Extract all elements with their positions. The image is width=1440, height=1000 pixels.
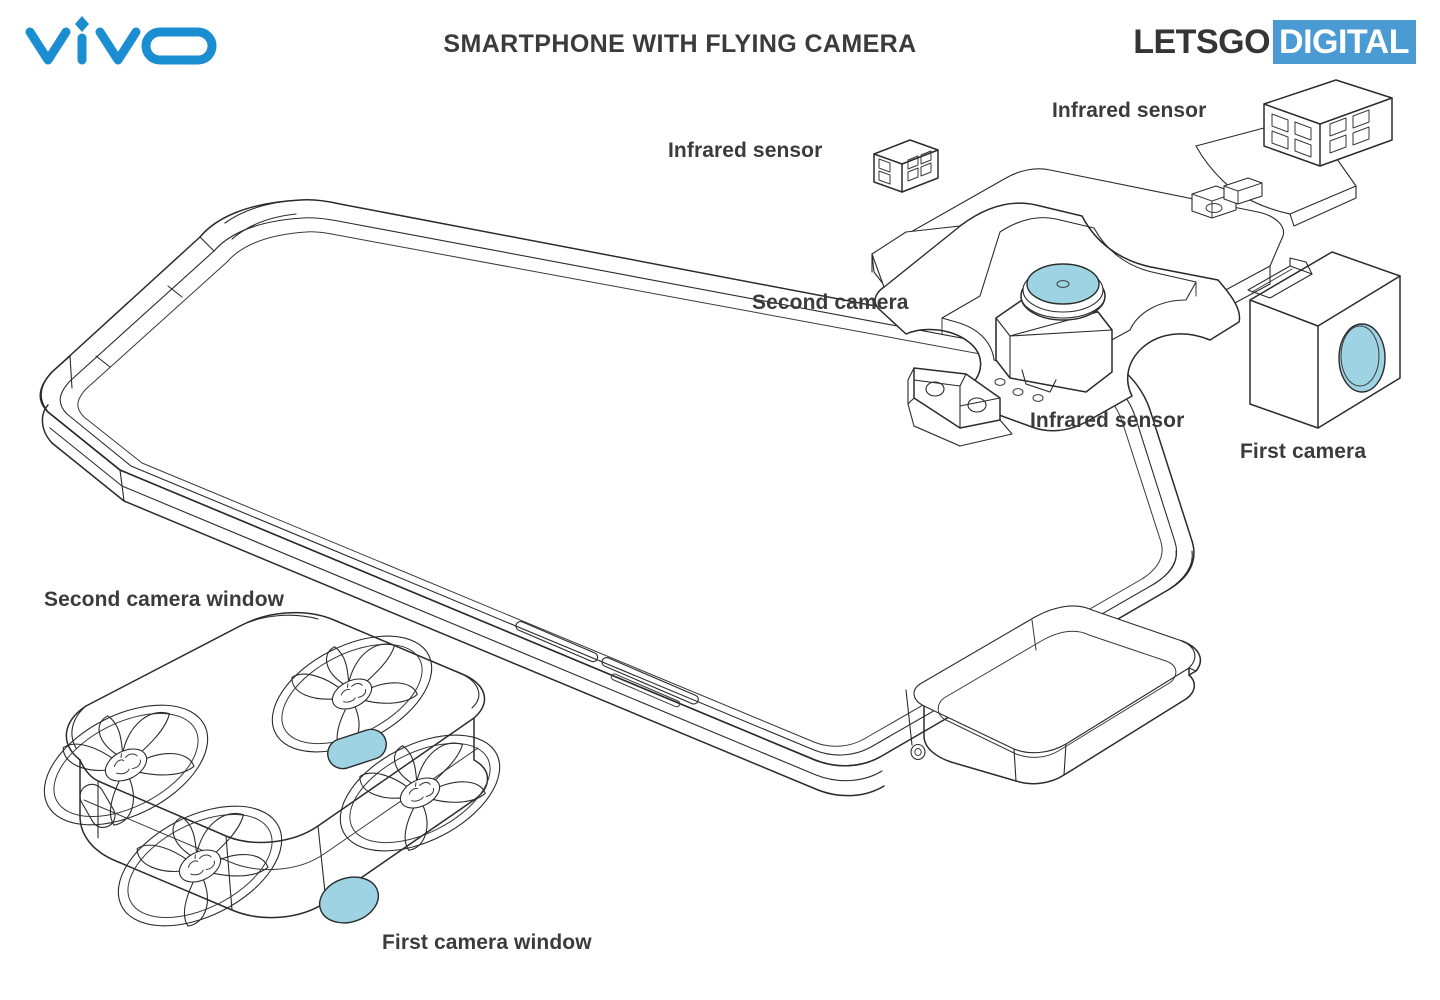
second-camera-part [995, 263, 1113, 393]
flex-connector-part [1223, 177, 1263, 205]
propeller-rear-right [271, 635, 433, 753]
camera-module-assembly [871, 79, 1401, 447]
letsgodigital-letsgo-text: LETSGO [1133, 23, 1271, 61]
label-infrared-sensor-bottom: Infrared sensor [1030, 409, 1185, 432]
letsgodigital-logo: LETSGO DIGITAL [1133, 20, 1416, 64]
label-second-camera-window: Second camera window [44, 588, 285, 611]
second-camera-window-part [327, 728, 387, 770]
drone-dock-compartment [905, 605, 1202, 785]
label-second-camera: Second camera [752, 291, 909, 314]
label-infrared-sensor-top: Infrared sensor [1052, 99, 1207, 122]
first-camera-part [1247, 251, 1401, 429]
page-header: SMARTPHONE WITH FLYING CAMERA LETSGO DIG… [0, 0, 1440, 90]
first-camera-window-part [318, 876, 380, 924]
label-first-camera-window: First camera window [382, 931, 592, 954]
propeller-rear-left [43, 704, 209, 826]
smartphone-illustration [39, 199, 1202, 797]
infrared-sensor-left-part [873, 139, 939, 193]
speaker-grille [515, 620, 699, 708]
label-infrared-sensor-left: Infrared sensor [668, 139, 823, 162]
plate-screw-holes [994, 158, 1294, 402]
letsgodigital-digital-badge: DIGITAL [1273, 20, 1416, 64]
mounting-bracket [907, 367, 1013, 447]
vivo-logo [22, 8, 222, 72]
infrared-sensor-mid-part [1191, 185, 1237, 219]
label-first-camera: First camera [1240, 440, 1367, 463]
propeller-front-left [117, 805, 283, 927]
propeller-front-right [339, 734, 501, 852]
infrared-sensor-top-part [1263, 79, 1393, 167]
side-port-slot [79, 783, 116, 828]
flying-camera-drone [43, 611, 501, 927]
page-title: SMARTPHONE WITH FLYING CAMERA [443, 30, 917, 58]
